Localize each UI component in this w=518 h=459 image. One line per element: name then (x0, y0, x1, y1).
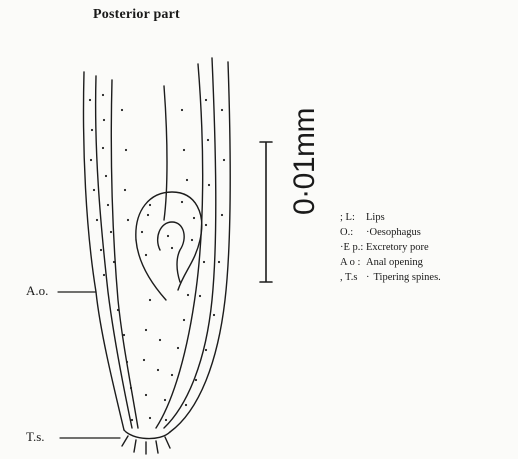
legend: ; L:Lips O.:·Oesophagus ·E p.:Excretory … (340, 210, 441, 285)
legend-key: , T.s (340, 270, 366, 285)
legend-text: ·Oesophagus (366, 225, 421, 240)
rectum-duct (136, 240, 166, 300)
intestine-wall-left (111, 80, 138, 428)
legend-text: Anal opening (366, 255, 423, 270)
legend-row-tipering-spines: , T.s· Tipering spines. (340, 270, 441, 285)
scale-bar-label: 0·01mm (288, 108, 322, 215)
scale-bar (260, 142, 272, 282)
legend-row-anal-opening: A o :Anal opening (340, 255, 441, 270)
legend-text: Excretory pore (366, 240, 429, 255)
legend-row-oesophagus: O.:·Oesophagus (340, 225, 441, 240)
intestine-center (164, 86, 167, 220)
rectum-inner (158, 222, 185, 282)
legend-key: ; L: (340, 210, 366, 225)
label-tipering-spines: T.s. (26, 429, 45, 445)
cuticle-line-right (164, 58, 216, 428)
legend-separator: · (366, 270, 370, 285)
legend-row-lips: ; L:Lips (340, 210, 441, 225)
legend-text: Tipering spines. (374, 270, 441, 285)
tail-tip (124, 430, 170, 439)
legend-row-excretory-pore: ·E p.:Excretory pore (340, 240, 441, 255)
label-anal-opening: A.o. (26, 283, 48, 299)
stipple-dots (89, 94, 225, 421)
legend-key: ·E p.: (340, 240, 366, 255)
legend-text: Lips (366, 210, 385, 225)
cuticle-line-left (96, 76, 132, 428)
legend-key: A o : (340, 255, 366, 270)
legend-key: O.: (340, 225, 366, 240)
